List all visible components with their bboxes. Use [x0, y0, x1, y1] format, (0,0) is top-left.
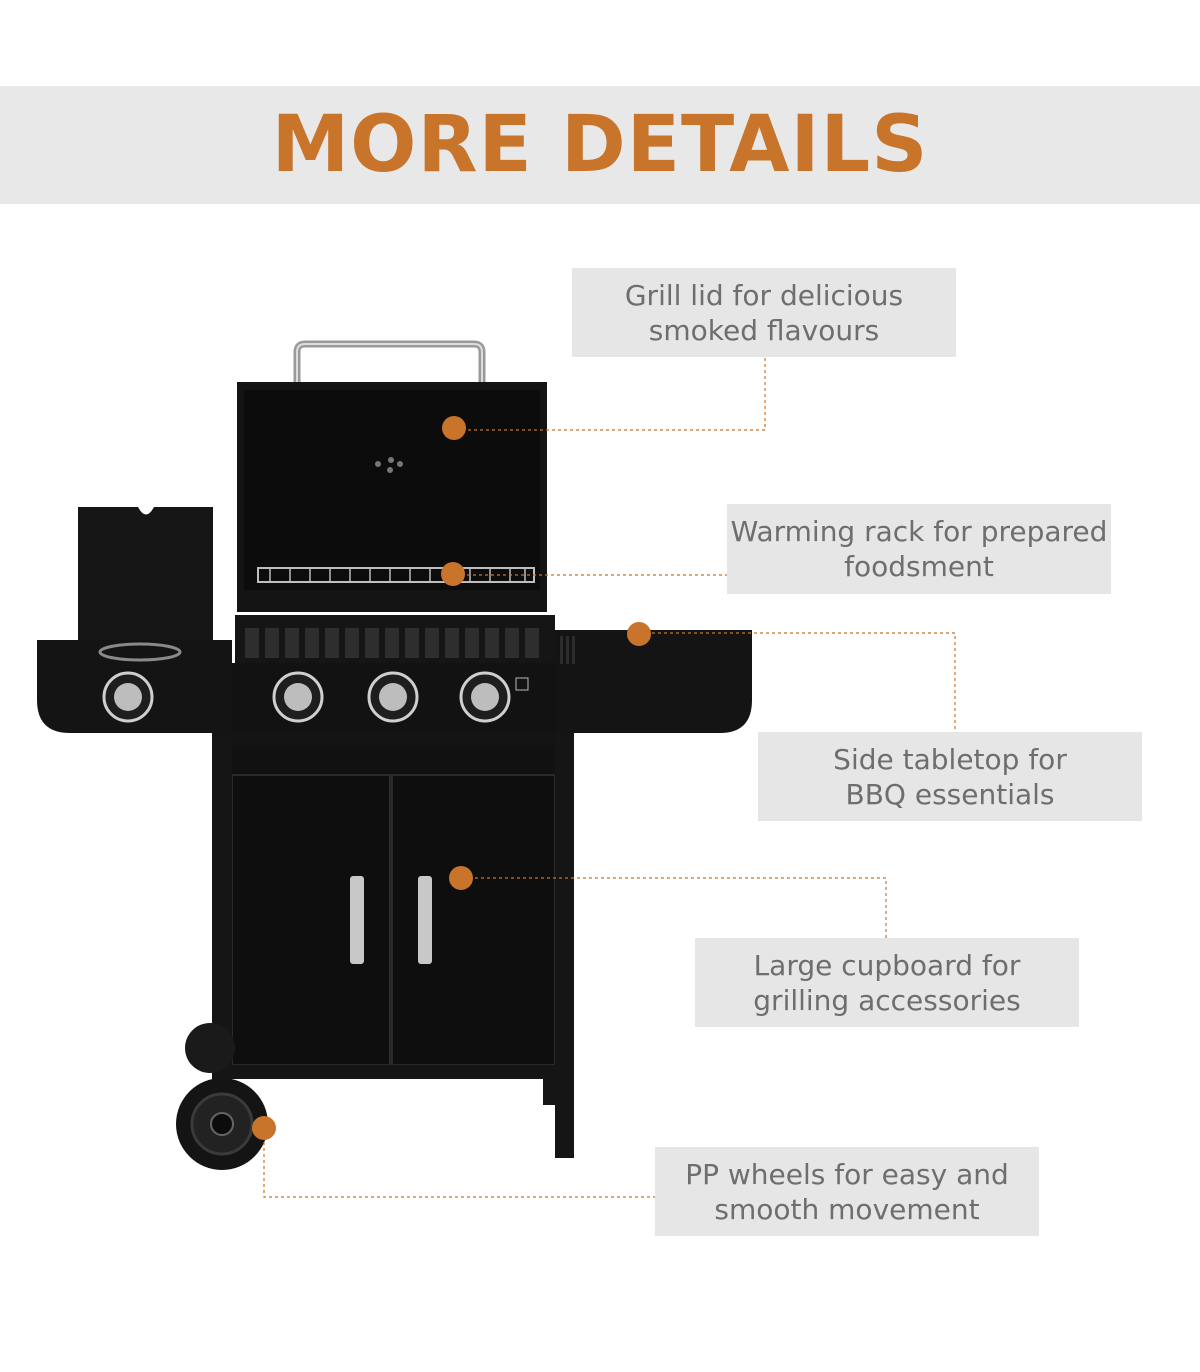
callout-line: PP wheels for easy and — [685, 1157, 1009, 1191]
marker-cupboard — [449, 866, 473, 890]
callout-line: BBQ essentials — [845, 777, 1055, 811]
page-title: MORE DETAILS — [271, 100, 929, 190]
callout-large-cupboard: Large cupboard for grilling accessories — [695, 938, 1079, 1027]
callout-line: grilling accessories — [753, 983, 1021, 1017]
callout-line: Grill lid for delicious — [624, 278, 904, 312]
connector-cupboard — [475, 877, 887, 938]
connector-lid — [468, 358, 766, 431]
callout-line: smoked flavours — [648, 313, 880, 347]
marker-side — [627, 622, 651, 646]
connector-side — [652, 632, 956, 733]
callout-warming-rack: Warming rack for prepared foodsment — [727, 504, 1111, 594]
marker-lid — [442, 416, 466, 440]
callout-line: Large cupboard for — [753, 948, 1021, 982]
marker-wheels — [252, 1116, 276, 1140]
callout-pp-wheels: PP wheels for easy and smooth movement — [655, 1147, 1039, 1236]
header-band: MORE DETAILS — [0, 86, 1200, 204]
callout-line: foodsment — [844, 550, 994, 583]
callout-line: smooth movement — [714, 1192, 980, 1226]
marker-rack — [441, 562, 465, 586]
callout-side-tabletop: Side tabletop for BBQ essentials — [758, 732, 1142, 821]
connector-wheels — [263, 1142, 655, 1198]
callout-grill-lid: Grill lid for delicious smoked flavours — [572, 268, 956, 357]
callout-line: Side tabletop for — [833, 742, 1067, 776]
callout-line: Warming rack for prepared — [730, 515, 1108, 548]
